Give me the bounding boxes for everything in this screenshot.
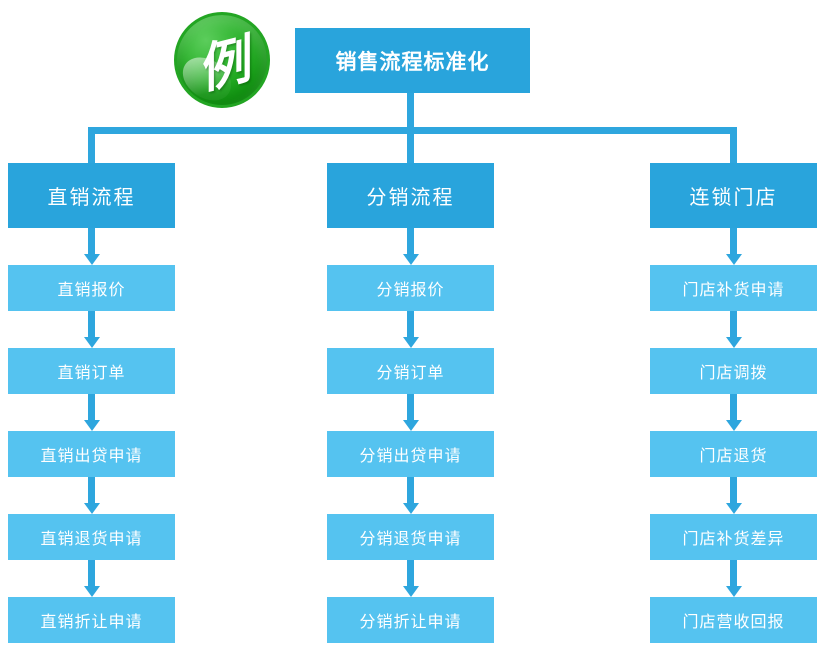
arrow-shaft: [88, 394, 95, 420]
arrow-head: [402, 503, 419, 514]
flow-step: 门店退货: [650, 431, 817, 477]
arrow-down-icon: [83, 311, 100, 348]
column-distribution: 分销流程 分销报价 分销订单 分销出贷申请 分销退货申请 分销折让申请: [327, 163, 494, 643]
arrow-down-icon: [725, 560, 742, 597]
flow-step: 分销订单: [327, 348, 494, 394]
connector-horizontal: [88, 127, 737, 134]
flow-step: 直销退货申请: [8, 514, 175, 560]
arrow-head: [83, 586, 100, 597]
connector-vertical-right: [730, 127, 737, 166]
example-badge: 例: [174, 12, 270, 110]
arrow-down-icon: [402, 311, 419, 348]
arrow-head: [83, 420, 100, 431]
arrow-down-icon: [83, 228, 100, 265]
arrow-shaft: [407, 394, 414, 420]
arrow-shaft: [88, 311, 95, 337]
connector-vertical-left: [88, 127, 95, 166]
arrow-shaft: [407, 477, 414, 503]
arrow-head: [725, 503, 742, 514]
flow-step: 分销报价: [327, 265, 494, 311]
arrow-down-icon: [725, 477, 742, 514]
arrow-down-icon: [402, 394, 419, 431]
arrow-shaft: [88, 477, 95, 503]
arrow-shaft: [88, 228, 95, 254]
flow-step: 直销折让申请: [8, 597, 175, 643]
arrow-head: [402, 254, 419, 265]
arrow-down-icon: [402, 228, 419, 265]
flow-step: 门店调拨: [650, 348, 817, 394]
arrow-down-icon: [725, 311, 742, 348]
arrow-head: [83, 254, 100, 265]
arrow-shaft: [730, 560, 737, 586]
arrow-shaft: [730, 311, 737, 337]
flow-step: 门店营收回报: [650, 597, 817, 643]
arrow-shaft: [730, 394, 737, 420]
arrow-head: [402, 337, 419, 348]
flow-step: 门店补货申请: [650, 265, 817, 311]
flow-step: 分销退货申请: [327, 514, 494, 560]
arrow-shaft: [88, 560, 95, 586]
arrow-shaft: [407, 228, 414, 254]
arrow-head: [725, 254, 742, 265]
arrow-head: [725, 586, 742, 597]
arrow-down-icon: [725, 394, 742, 431]
arrow-shaft: [730, 228, 737, 254]
arrow-down-icon: [725, 228, 742, 265]
flow-step: 分销折让申请: [327, 597, 494, 643]
flow-step: 直销订单: [8, 348, 175, 394]
column-chain-stores: 连锁门店 门店补货申请 门店调拨 门店退货 门店补货差异 门店营收回报: [650, 163, 817, 643]
arrow-head: [83, 503, 100, 514]
arrow-down-icon: [83, 477, 100, 514]
flow-step: 门店补货差异: [650, 514, 817, 560]
arrow-shaft: [730, 477, 737, 503]
flow-step: 直销报价: [8, 265, 175, 311]
arrow-head: [83, 337, 100, 348]
header-direct-sales: 直销流程: [8, 163, 175, 228]
arrow-head: [725, 420, 742, 431]
node-root-title: 销售流程标准化: [295, 28, 530, 93]
header-distribution: 分销流程: [327, 163, 494, 228]
arrow-down-icon: [83, 560, 100, 597]
arrow-down-icon: [402, 477, 419, 514]
arrow-shaft: [407, 560, 414, 586]
arrow-shaft: [407, 311, 414, 337]
column-direct-sales: 直销流程 直销报价 直销订单 直销出贷申请 直销退货申请 直销折让申请: [8, 163, 175, 643]
flow-step: 分销出贷申请: [327, 431, 494, 477]
arrow-head: [402, 420, 419, 431]
arrow-head: [402, 586, 419, 597]
example-badge-label: 例: [191, 30, 256, 100]
header-chain-stores: 连锁门店: [650, 163, 817, 228]
flow-step: 直销出贷申请: [8, 431, 175, 477]
arrow-down-icon: [402, 560, 419, 597]
arrow-head: [725, 337, 742, 348]
arrow-down-icon: [83, 394, 100, 431]
